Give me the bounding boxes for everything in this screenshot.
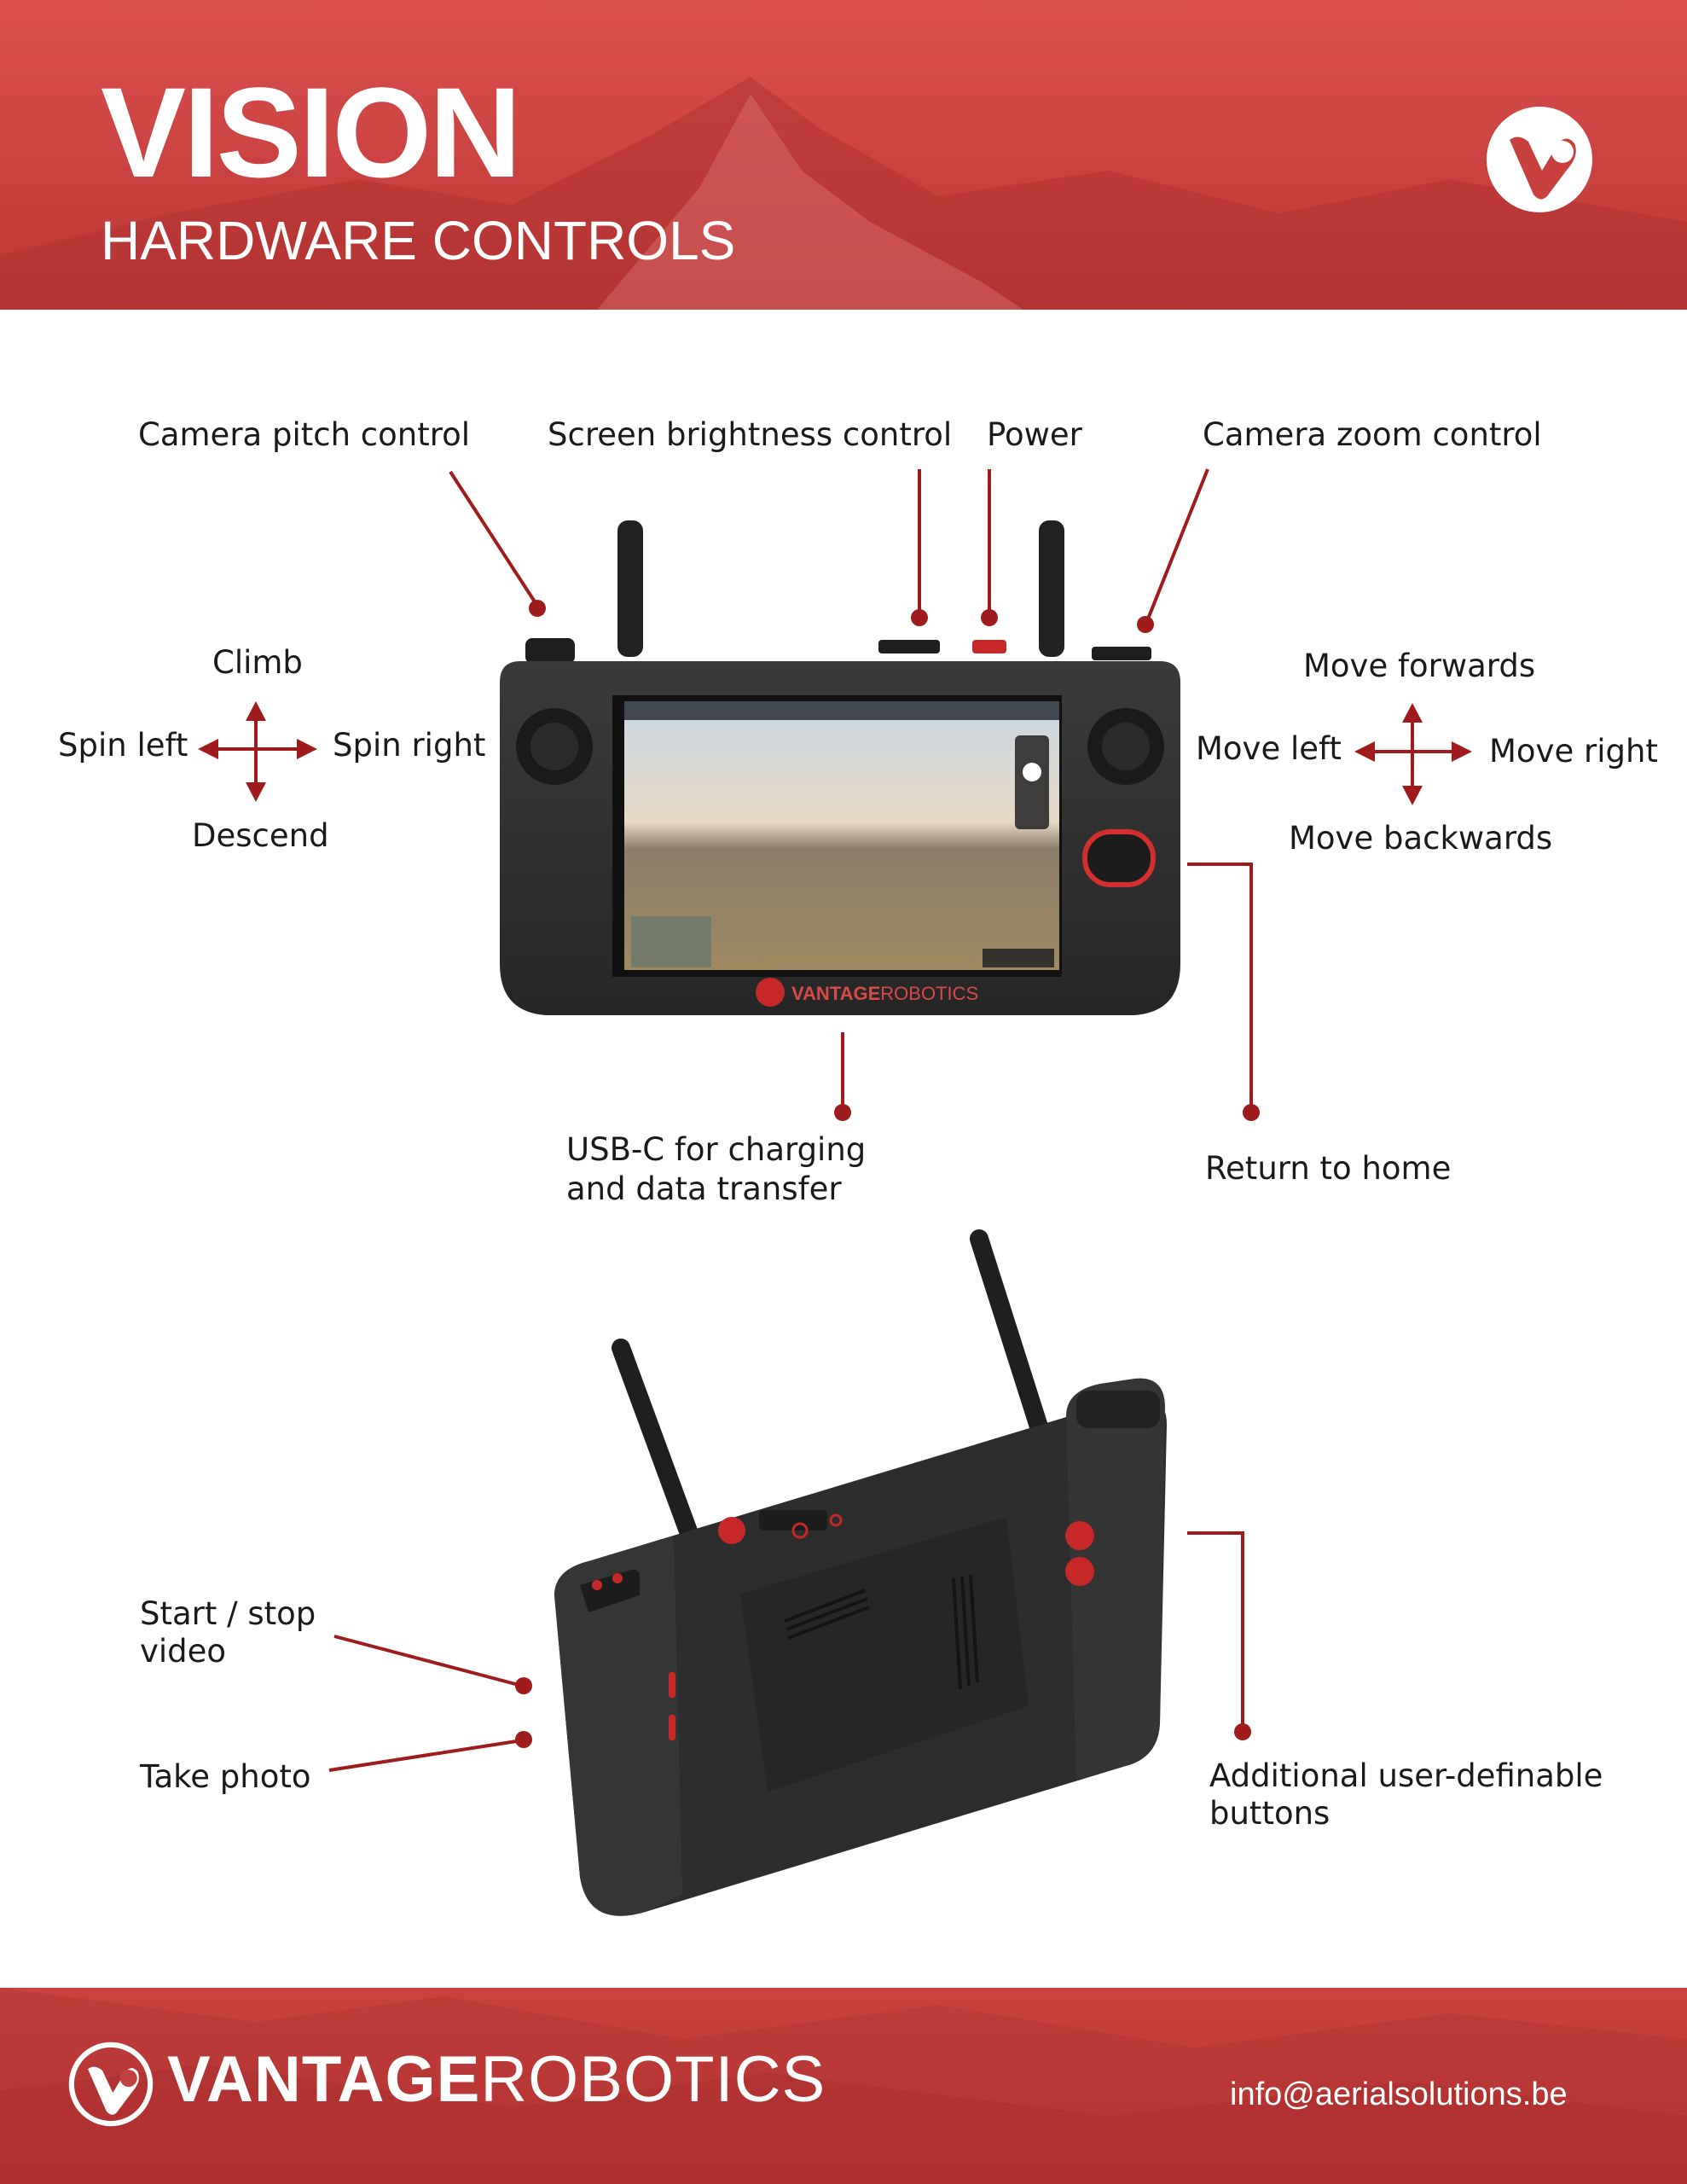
vantage-footer-logo-icon [68, 2042, 154, 2127]
label-move-forwards: Move forwards [1303, 648, 1536, 684]
footer-banner [0, 1988, 1687, 2184]
rock-texture-background [0, 1988, 1687, 2184]
label-take-photo: Take photo [140, 1758, 311, 1795]
vantage-screen-logo-icon [756, 978, 785, 1007]
label-additional-line1: Additional user-definable [1209, 1757, 1603, 1794]
controller-illustration: VANTAGEROBOTICS [198, 468, 1472, 1916]
camera-zoom-rocker[interactable] [1092, 647, 1151, 660]
rear-brightness-button[interactable] [759, 1510, 827, 1531]
label-move-left: Move left [1196, 730, 1342, 767]
antenna-right [1039, 520, 1064, 657]
label-start-stop-video: Start / stop video [140, 1595, 316, 1671]
return-home-button[interactable] [1082, 829, 1156, 887]
label-usbc-line1: USB-C for charging [566, 1131, 867, 1168]
page-title: VISION [101, 61, 521, 204]
label-additional-line2: buttons [1209, 1795, 1330, 1833]
callout-dots [515, 600, 1260, 1748]
label-usbc: USB-C for charging and data transfer [566, 1130, 866, 1210]
label-climb: Climb [212, 644, 303, 681]
rear-pitch-wheel[interactable] [1076, 1391, 1160, 1428]
page-subtitle: HARDWARE CONTROLS [101, 210, 736, 271]
label-descend: Descend [192, 817, 329, 854]
header-banner: VISION HARDWARE CONTROLS [0, 0, 1687, 310]
video-record-button[interactable] [580, 1569, 640, 1612]
label-move-backwards: Move backwards [1289, 820, 1553, 857]
take-photo-button[interactable] [669, 1672, 675, 1698]
controller-front-view: VANTAGEROBOTICS [500, 520, 1180, 1015]
screen-brand-text: VANTAGEROBOTICS [791, 983, 978, 1004]
label-camera-pitch: Camera pitch control [138, 416, 471, 453]
footer-brand-light: ROBOTICS [480, 2043, 826, 2116]
rear-power-button[interactable] [718, 1517, 745, 1544]
rear-antenna-right [970, 1229, 1058, 1468]
callout-lines [328, 468, 1253, 1772]
footer-brand: VANTAGEROBOTICS [167, 2048, 826, 2112]
contact-email[interactable]: info@aerialsolutions.be [1230, 2077, 1568, 2112]
left-stick-arrows [198, 701, 317, 802]
label-spin-right: Spin right [333, 727, 486, 764]
user-button-2[interactable] [1065, 1557, 1094, 1586]
antenna-left [617, 520, 643, 657]
footer-brand-bold: VANTAGE [167, 2043, 481, 2116]
label-start-stop-line1: Start / stop [140, 1595, 316, 1632]
label-usbc-line2: and data transfer [566, 1170, 842, 1208]
label-return-home: Return to home [1205, 1150, 1452, 1187]
label-spin-left: Spin left [58, 727, 188, 764]
label-screen-brightness: Screen brightness control [548, 416, 953, 453]
power-button[interactable] [972, 640, 1006, 653]
camera-pitch-wheel[interactable] [525, 638, 575, 664]
label-start-stop-line2: video [140, 1633, 227, 1670]
user-button-1[interactable] [1065, 1521, 1094, 1550]
mountain-background [0, 77, 1687, 310]
right-stick-arrows [1354, 703, 1472, 805]
vantage-logo-icon [1487, 107, 1592, 212]
label-camera-zoom: Camera zoom control [1203, 416, 1542, 453]
controller-rear-view [554, 1229, 1167, 1916]
label-additional-buttons: Additional user-definable buttons [1209, 1757, 1603, 1833]
brightness-button[interactable] [878, 640, 940, 653]
label-move-right: Move right [1489, 733, 1658, 770]
label-power: Power [987, 416, 1082, 453]
